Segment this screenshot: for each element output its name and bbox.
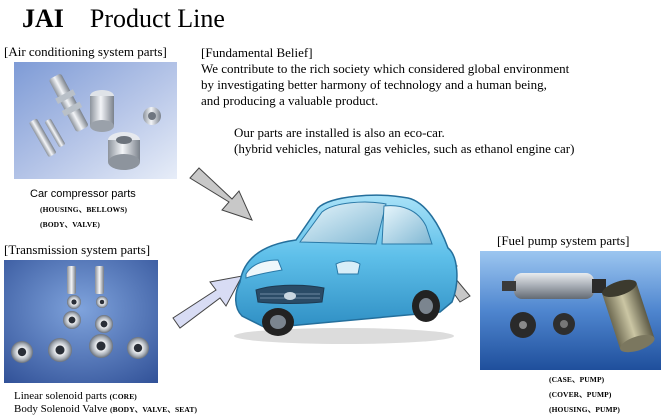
transmission-line-1: Linear solenoid parts (CORE) — [14, 390, 137, 403]
aircon-heading: [Air conditioning system parts] — [4, 44, 167, 59]
linear-solenoid-sub: (CORE) — [109, 392, 137, 401]
arrow-transmission-icon — [172, 275, 243, 329]
brand-name: JAI — [22, 4, 64, 33]
belief-line: by investigating better harmony of techn… — [201, 77, 547, 92]
fundamental-belief: [Fundamental Belief] We contribute to th… — [201, 45, 569, 109]
car-illustration — [226, 186, 462, 346]
fuel-sub-1: (CASE、PUMP) — [549, 375, 605, 384]
aircon-caption: Car compressor parts — [30, 188, 136, 200]
eco-line: Our parts are installed is also an eco-c… — [234, 125, 445, 140]
page-title: JAI Product Line — [22, 4, 225, 34]
fuel-pump-parts-photo — [480, 251, 661, 370]
fuel-sub-3: (HOUSING、PUMP) — [549, 405, 620, 414]
fuel-sub-2: (COVER、PUMP) — [549, 390, 612, 399]
belief-line: and producing a valuable product. — [201, 93, 379, 108]
eco-line: (hybrid vehicles, natural gas vehicles, … — [234, 141, 575, 156]
belief-heading: [Fundamental Belief] — [201, 45, 313, 60]
transmission-heading: [Transmission system parts] — [4, 242, 151, 257]
transmission-line-2: Body Solenoid Valve (BODY、VALVE、SEAT) — [14, 403, 197, 416]
aircon-parts-photo — [14, 62, 177, 179]
aircon-sub-2: (BODY、VALVE) — [40, 220, 100, 229]
body-solenoid-sub: (BODY、VALVE、SEAT) — [110, 405, 198, 414]
body-solenoid-label: Body Solenoid Valve — [14, 403, 108, 415]
aircon-sub-1: (HOUSING、BELLOWS) — [40, 205, 128, 214]
arrow-aircon-icon — [189, 167, 253, 221]
fuel-heading: [Fuel pump system parts] — [497, 233, 630, 248]
belief-line: We contribute to the rich society which … — [201, 61, 570, 76]
title-text: Product Line — [89, 4, 225, 33]
eco-car-note: Our parts are installed is also an eco-c… — [234, 125, 574, 157]
linear-solenoid-label: Linear solenoid parts — [14, 390, 107, 402]
transmission-parts-photo — [4, 260, 158, 383]
